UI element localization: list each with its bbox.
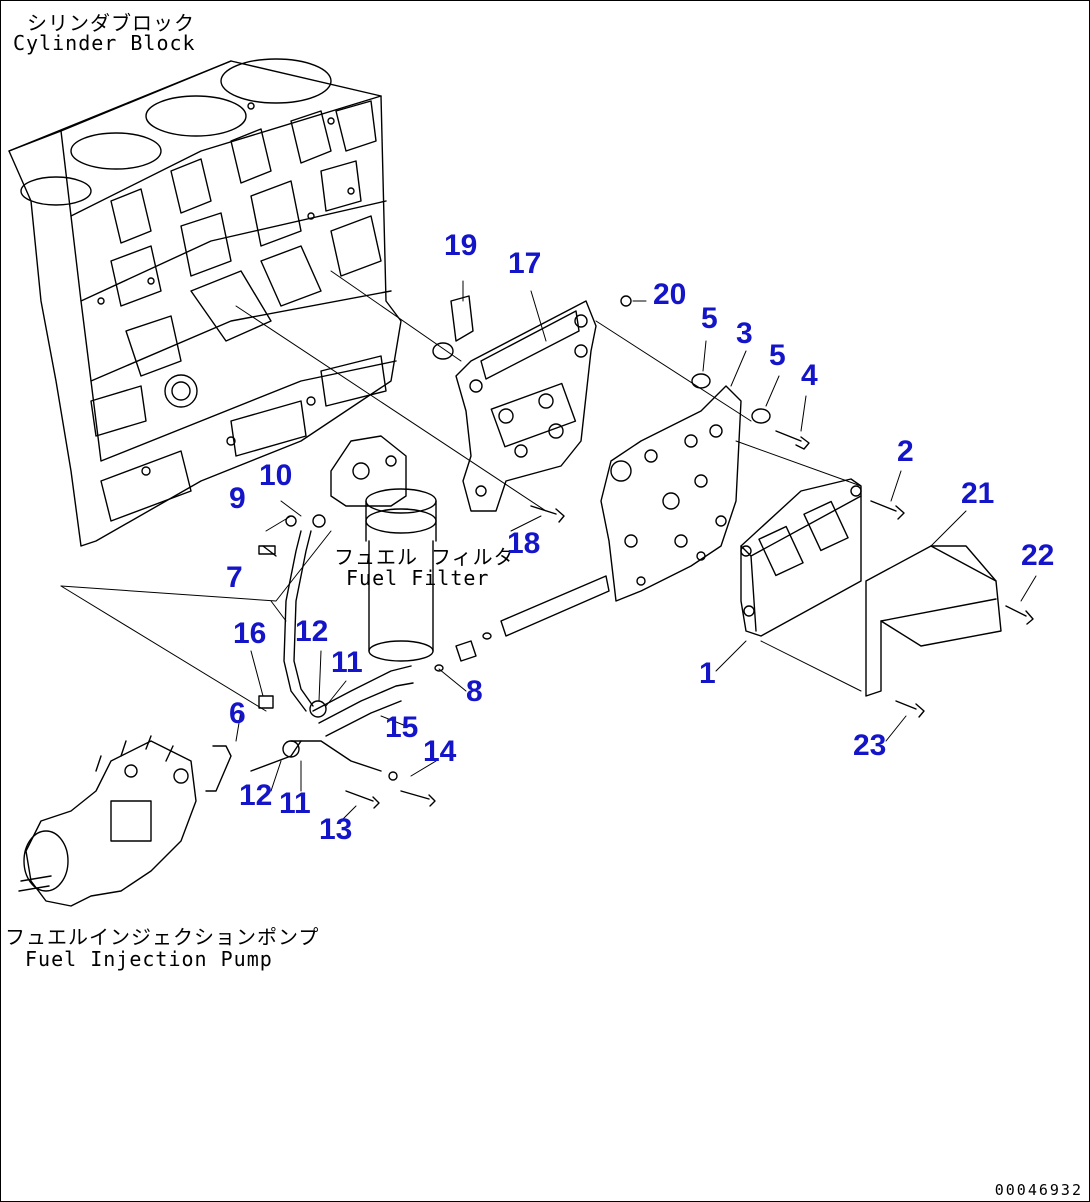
bracket-17-drawing xyxy=(455,300,597,512)
callout-3: 3 xyxy=(736,317,753,350)
callout-12a: 12 xyxy=(295,615,329,648)
document-id: 00046932 xyxy=(994,1181,1083,1199)
bolt-18-drawing xyxy=(530,505,565,523)
callout-5b: 5 xyxy=(769,339,786,372)
fuel-filter-label-jp: フュエル フィルタ xyxy=(334,545,515,569)
callout-13: 13 xyxy=(319,813,353,846)
fuel-injection-pump-drawing xyxy=(18,735,197,907)
callout-4: 4 xyxy=(801,359,818,392)
cylinder-block-drawing xyxy=(8,58,402,547)
callout-7: 7 xyxy=(226,561,243,594)
cylinder-block-label-jp: シリンダブロック xyxy=(27,11,195,35)
bolt-2-drawing xyxy=(870,500,905,520)
callout-23: 23 xyxy=(853,729,887,762)
callout-9: 9 xyxy=(229,482,246,515)
callout-18: 18 xyxy=(507,527,541,560)
callout-17: 17 xyxy=(508,247,542,280)
mounting-plate-3-drawing xyxy=(600,385,742,602)
callout-16: 16 xyxy=(233,617,267,650)
callout-11a: 11 xyxy=(331,646,363,679)
callout-12b: 12 xyxy=(239,779,273,812)
callout-5a: 5 xyxy=(701,302,718,335)
callout-14: 14 xyxy=(423,735,457,768)
callout-1: 1 xyxy=(699,657,716,690)
callout-11b: 11 xyxy=(279,787,311,820)
plate-19-drawing xyxy=(432,295,474,360)
callout-15: 15 xyxy=(385,711,419,744)
fuel-filter-label-en: Fuel Filter xyxy=(346,566,490,590)
grommet-5b-drawing xyxy=(751,408,771,424)
leader-lines xyxy=(60,270,1037,822)
cover-21-drawing xyxy=(865,545,1002,697)
bolt-4-drawing xyxy=(775,430,810,450)
callout-22: 22 xyxy=(1021,539,1055,572)
bolt-22-drawing xyxy=(1005,605,1034,625)
bolt-23-drawing xyxy=(895,700,925,718)
callout-20: 20 xyxy=(653,278,687,311)
callout-2: 2 xyxy=(897,435,914,468)
callout-10: 10 xyxy=(259,459,293,492)
callout-8: 8 xyxy=(466,675,483,708)
fuel-filter-drawing xyxy=(330,435,437,662)
fuel-injection-pump-label-en: Fuel Injection Pump xyxy=(25,947,273,971)
grommet-5a-drawing xyxy=(691,373,711,389)
controller-1-drawing xyxy=(740,478,862,637)
fuel-lines-drawing xyxy=(205,514,436,809)
nut-20-drawing xyxy=(620,295,632,307)
callout-6: 6 xyxy=(229,697,246,730)
connector-8-drawing xyxy=(434,575,610,672)
fuel-injection-pump-label-jp: フュエルインジェクションポンプ xyxy=(5,925,320,949)
callout-19: 19 xyxy=(444,229,478,262)
cylinder-block-label-en: Cylinder Block xyxy=(13,31,196,55)
callout-21: 21 xyxy=(961,477,995,510)
